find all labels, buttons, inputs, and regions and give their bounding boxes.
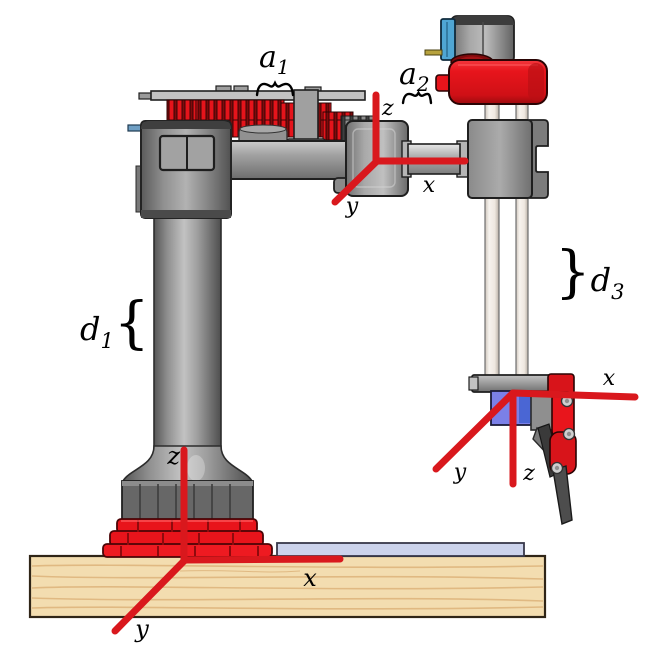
z-axis-motor [424,15,515,64]
carriage-body [467,119,533,199]
gear-hub-top [239,124,287,134]
servo-block-shade [519,393,531,423]
plate-left-cap [138,92,153,100]
wire-pin [424,49,443,56]
gear-plate [138,85,366,101]
column-housing [127,120,232,219]
motor-gearbox [435,53,548,105]
housing-bottom-band [141,210,231,218]
base-y-label: y [134,615,149,643]
tool-y-label: y [453,460,467,485]
gearbox-body [448,59,548,105]
tool-x-axis [509,389,639,401]
tool-y-axis [432,389,517,473]
collar-seams [139,484,231,520]
base-z-label: z [166,442,180,470]
base-x-axis [180,555,344,564]
encoder-clip [440,18,456,61]
carriage-flange [529,119,549,199]
arm-body [227,140,357,180]
tool-z-label: z [522,461,535,486]
a2-overbrace-icon [401,90,433,105]
arm-frame: z x y [331,91,469,219]
base-y-axis [111,557,188,635]
tool-frame: x y z [432,366,639,488]
d1-label: d1{ [80,291,150,356]
wood-grain-lines [31,564,544,610]
base-x-label: x [303,564,317,592]
gearbox-right-shade [528,63,544,101]
ring-seams [120,520,259,556]
a2-label: a2 [399,57,430,96]
motor-top-band [451,16,514,25]
a1-overbrace-icon [255,80,295,97]
arm-y-axis [331,158,380,206]
tool-x-label: x [603,366,616,391]
arm-y-label: y [345,194,359,219]
a1-label: a1 [259,40,290,79]
gripper-finger [552,465,573,525]
housing-top-band [141,121,231,129]
workbench [28,542,547,619]
rail-carriage [467,119,549,199]
work-plate [276,542,525,557]
dimension-labels: a1 a2 d1{ }d3 [80,40,625,356]
flare-specular [187,455,205,481]
base-frame: z x y [111,442,344,643]
arm-x-label: x [423,173,436,198]
t-bracket-stem [293,89,319,147]
upper-arm [227,140,357,180]
column-shaft [153,211,222,457]
d3-label: }d3 [555,240,625,305]
arm-z-label: z [381,96,394,121]
ee-plate-cap [468,376,479,391]
